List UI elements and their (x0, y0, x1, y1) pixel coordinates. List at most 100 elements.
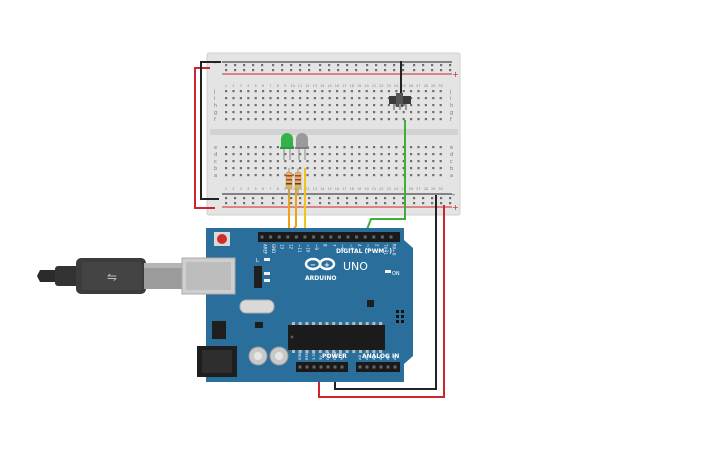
uno-model-label: UNO (343, 260, 368, 273)
usb-cable[interactable]: ⇋ (37, 258, 182, 294)
svg-text:1: 1 (225, 84, 227, 88)
svg-text:1: 1 (225, 187, 227, 191)
digital-pin-label: ~6 (340, 244, 345, 250)
svg-text:29: 29 (431, 187, 435, 191)
wire-red-left[interactable] (194, 67, 215, 209)
wires[interactable] (194, 61, 445, 398)
row-letter: f (450, 117, 452, 123)
digital-header-label: DIGITAL (PWM~) (336, 248, 392, 255)
digital-pin-label: AREF (263, 244, 268, 255)
row-letter: j (213, 89, 215, 95)
svg-text:29: 29 (431, 84, 435, 88)
svg-text:21: 21 (372, 187, 376, 191)
resistor-1[interactable] (285, 168, 293, 196)
svg-text:8: 8 (277, 84, 279, 88)
svg-text:16: 16 (335, 187, 339, 191)
svg-text:−: − (310, 261, 316, 269)
wire-green[interactable] (365, 120, 406, 233)
row-letter: g (214, 110, 217, 116)
svg-text:3: 3 (240, 84, 242, 88)
svg-text:17: 17 (342, 187, 346, 191)
svg-text:20: 20 (364, 84, 368, 88)
svg-text:26: 26 (409, 84, 413, 88)
power-header-label: POWER (322, 353, 347, 360)
svg-text:27: 27 (416, 187, 420, 191)
digital-pin-label: ~10 (306, 244, 311, 253)
row-letter: b (214, 166, 217, 172)
row-letter: c (214, 159, 217, 165)
power-pin-label: 5V (319, 355, 323, 360)
led-green[interactable] (280, 133, 294, 160)
slide-switch[interactable] (389, 93, 411, 110)
analog-pin-label: A5 (392, 354, 397, 360)
svg-text:19: 19 (357, 84, 361, 88)
svg-text:30: 30 (438, 84, 442, 88)
digital-pin-label: 4 (357, 244, 362, 247)
capacitor-1 (248, 346, 268, 366)
svg-text:6: 6 (262, 187, 264, 191)
digital-pin-label: 13 (280, 244, 285, 250)
analog-header-label: ANALOG IN (362, 353, 399, 360)
row-letter: d (450, 152, 453, 158)
svg-text:2: 2 (232, 84, 234, 88)
digital-pin-label: 7 (331, 244, 336, 247)
row-letter: g (450, 110, 453, 116)
svg-text:6: 6 (262, 84, 264, 88)
capacitor-2 (269, 346, 289, 366)
regulator (212, 321, 226, 339)
digital-pin-label: ~3 (366, 244, 371, 250)
svg-text:2: 2 (232, 187, 234, 191)
svg-text:19: 19 (357, 187, 361, 191)
svg-text:9: 9 (284, 187, 286, 191)
wire-black-left[interactable] (200, 61, 221, 200)
breadboard[interactable]: 1122334455667788991010111112121313141415… (206, 52, 461, 216)
crystal (239, 299, 275, 314)
svg-text:23: 23 (387, 187, 391, 191)
wire-red-right[interactable] (318, 205, 445, 398)
digital-pin-label: ~5 (349, 244, 354, 250)
svg-text:10: 10 (290, 187, 294, 191)
arduino-brand-label: ARDUINO (305, 275, 336, 282)
svg-text:9: 9 (284, 84, 286, 88)
row-letter: b (450, 166, 453, 172)
svg-text:20: 20 (364, 187, 368, 191)
svg-text:10: 10 (290, 84, 294, 88)
usb-icon: ⇋ (107, 270, 117, 284)
digital-pin-label: TX→1 (383, 243, 388, 256)
svg-text:21: 21 (372, 84, 376, 88)
resistor-2[interactable] (294, 168, 302, 196)
svg-text:16: 16 (335, 84, 339, 88)
digital-pin-label: 8 (323, 244, 328, 247)
svg-text:5: 5 (254, 187, 256, 191)
row-letter: a (450, 173, 453, 179)
analog-header[interactable] (356, 362, 400, 372)
analog-pin-label: A0 (357, 354, 362, 360)
svg-text:12: 12 (305, 187, 309, 191)
row-letter: a (214, 173, 217, 179)
power-pin-label: RESET (305, 348, 309, 360)
usb-interface-chip (254, 266, 262, 288)
led-gray[interactable] (295, 133, 309, 160)
rail-plus-label: + (452, 70, 459, 79)
svg-text:24: 24 (394, 84, 399, 88)
row-letter: c (450, 159, 453, 165)
row-letter: j (449, 89, 451, 95)
digital-header[interactable] (258, 232, 400, 242)
led-l-label: L (256, 258, 259, 264)
icsp-header (396, 310, 404, 323)
svg-text:28: 28 (424, 187, 428, 191)
digital-pin-label: 2 (374, 244, 379, 247)
svg-text:26: 26 (409, 187, 413, 191)
svg-text:28: 28 (424, 84, 428, 88)
svg-text:12: 12 (305, 84, 309, 88)
row-letter: h (450, 103, 453, 109)
row-letter: e (450, 145, 453, 151)
analog-pin-label: A2 (371, 354, 376, 360)
power-pin-label: GND (333, 352, 337, 360)
power-pin-label: Vin (340, 354, 344, 360)
svg-text:3: 3 (240, 187, 242, 191)
